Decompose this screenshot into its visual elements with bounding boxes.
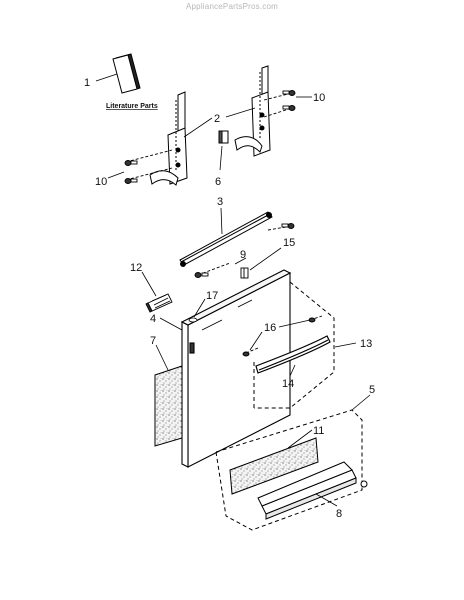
callout-13: 13 bbox=[360, 338, 372, 350]
door-rail bbox=[179, 211, 273, 267]
leader-17 bbox=[193, 298, 206, 318]
callout-17: 17 bbox=[206, 290, 218, 302]
outer-door-panel bbox=[180, 269, 292, 468]
leader-2a bbox=[183, 117, 213, 138]
insulation-panel bbox=[154, 365, 183, 447]
leader-5 bbox=[351, 394, 371, 411]
clip-15 bbox=[240, 267, 249, 279]
leader-16a bbox=[249, 331, 263, 351]
literature-parts-label: Literature Parts bbox=[106, 103, 158, 110]
literature-parts-booklet bbox=[112, 53, 141, 94]
callout-10-left: 10 bbox=[95, 176, 107, 188]
leader-2b bbox=[225, 107, 256, 118]
door-handle bbox=[255, 335, 331, 374]
leader-3 bbox=[220, 207, 223, 235]
leader-9 bbox=[234, 257, 247, 265]
toe-panel-box bbox=[215, 409, 363, 531]
callout-5: 5 bbox=[369, 384, 375, 396]
screws-10-left bbox=[124, 149, 173, 184]
leader-6 bbox=[219, 145, 223, 171]
leader-16b bbox=[278, 319, 311, 328]
screws-9 bbox=[194, 223, 295, 278]
callout-6: 6 bbox=[215, 176, 221, 188]
leader-15 bbox=[249, 247, 282, 271]
toe-panel bbox=[257, 461, 368, 520]
toe-insulation bbox=[229, 437, 319, 495]
callout-12: 12 bbox=[130, 262, 142, 274]
leader-11 bbox=[287, 429, 313, 449]
leader-7 bbox=[155, 344, 169, 371]
hinge-clip bbox=[218, 130, 229, 144]
callout-7: 7 bbox=[150, 335, 156, 347]
callout-10-right: 10 bbox=[313, 92, 325, 104]
callout-16: 16 bbox=[264, 322, 276, 334]
callout-2: 2 bbox=[214, 113, 220, 125]
callout-3: 3 bbox=[217, 196, 223, 208]
screws-10-right bbox=[263, 90, 296, 118]
callout-9: 9 bbox=[240, 249, 246, 261]
leader-8 bbox=[315, 493, 338, 507]
handle-screws bbox=[242, 315, 323, 357]
door-top-slots bbox=[201, 299, 253, 331]
handle-assembly-box bbox=[253, 281, 335, 409]
leader-4 bbox=[159, 317, 183, 331]
callout-15: 15 bbox=[283, 237, 295, 249]
spacer-17 bbox=[188, 317, 198, 323]
callout-14: 14 bbox=[282, 378, 294, 390]
leader-13 bbox=[334, 342, 357, 348]
watermark: AppliancePartsPros.com bbox=[186, 2, 278, 11]
callout-11: 11 bbox=[313, 425, 324, 437]
leader-10b bbox=[107, 171, 125, 179]
callout-8: 8 bbox=[336, 508, 342, 520]
leader-14 bbox=[289, 364, 296, 377]
callout-4: 4 bbox=[150, 313, 156, 325]
leader-12 bbox=[141, 271, 157, 297]
leader-1 bbox=[95, 73, 118, 82]
right-hinge-bracket bbox=[234, 65, 271, 157]
vent-grille bbox=[145, 293, 173, 313]
callout-1: 1 bbox=[84, 77, 90, 89]
